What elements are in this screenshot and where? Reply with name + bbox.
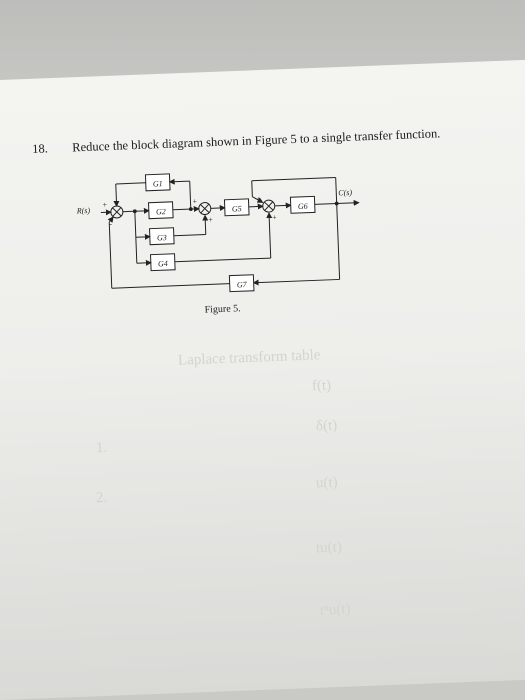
svg-text:G4: G4 [158,259,168,268]
summing-junction-2 [198,202,212,216]
bleed-text-ut: u(t) [315,474,338,492]
bleed-text-ft: f(t) [311,377,332,395]
bleed-text-tnut: tⁿu(t) [319,601,351,619]
sum1-sign-minus: - [109,219,112,228]
block-g7: G7 [228,274,255,293]
output-label: C(s) [338,188,352,198]
block-diagram: R(s) + - G1 G2 G3 G4 [76,173,360,316]
block-g1: G1 [144,173,171,192]
bleed-text-1: 1. [95,439,108,457]
sum1-sign-plus: + [102,200,107,209]
svg-text:G6: G6 [298,202,308,211]
block-g6: G6 [289,195,316,214]
block-g3: G3 [148,227,175,246]
svg-text:G7: G7 [237,280,248,289]
block-g5: G5 [223,198,250,217]
svg-text:G2: G2 [156,207,166,216]
svg-text:G5: G5 [232,204,242,213]
input-label: R(s) [76,206,91,216]
summing-junction-1 [110,205,124,219]
summing-junction-3 [262,199,276,213]
bleed-text-2: 2. [95,489,108,507]
paper-sheet [0,59,525,700]
sum2-sign-bottom: + [208,215,213,224]
block-g2: G2 [147,201,174,220]
bleed-text-delta: δ(t) [315,417,338,435]
block-g4: G4 [149,253,176,272]
svg-text:G3: G3 [157,233,167,242]
sum3-sign-bottom: + [272,213,277,222]
bleed-text-tut: tu(t) [315,539,343,557]
figure-caption: Figure 5. [204,303,241,315]
svg-text:G1: G1 [153,179,163,188]
sum2-sign-left: + [192,197,197,206]
question-number: 18. [32,141,49,156]
